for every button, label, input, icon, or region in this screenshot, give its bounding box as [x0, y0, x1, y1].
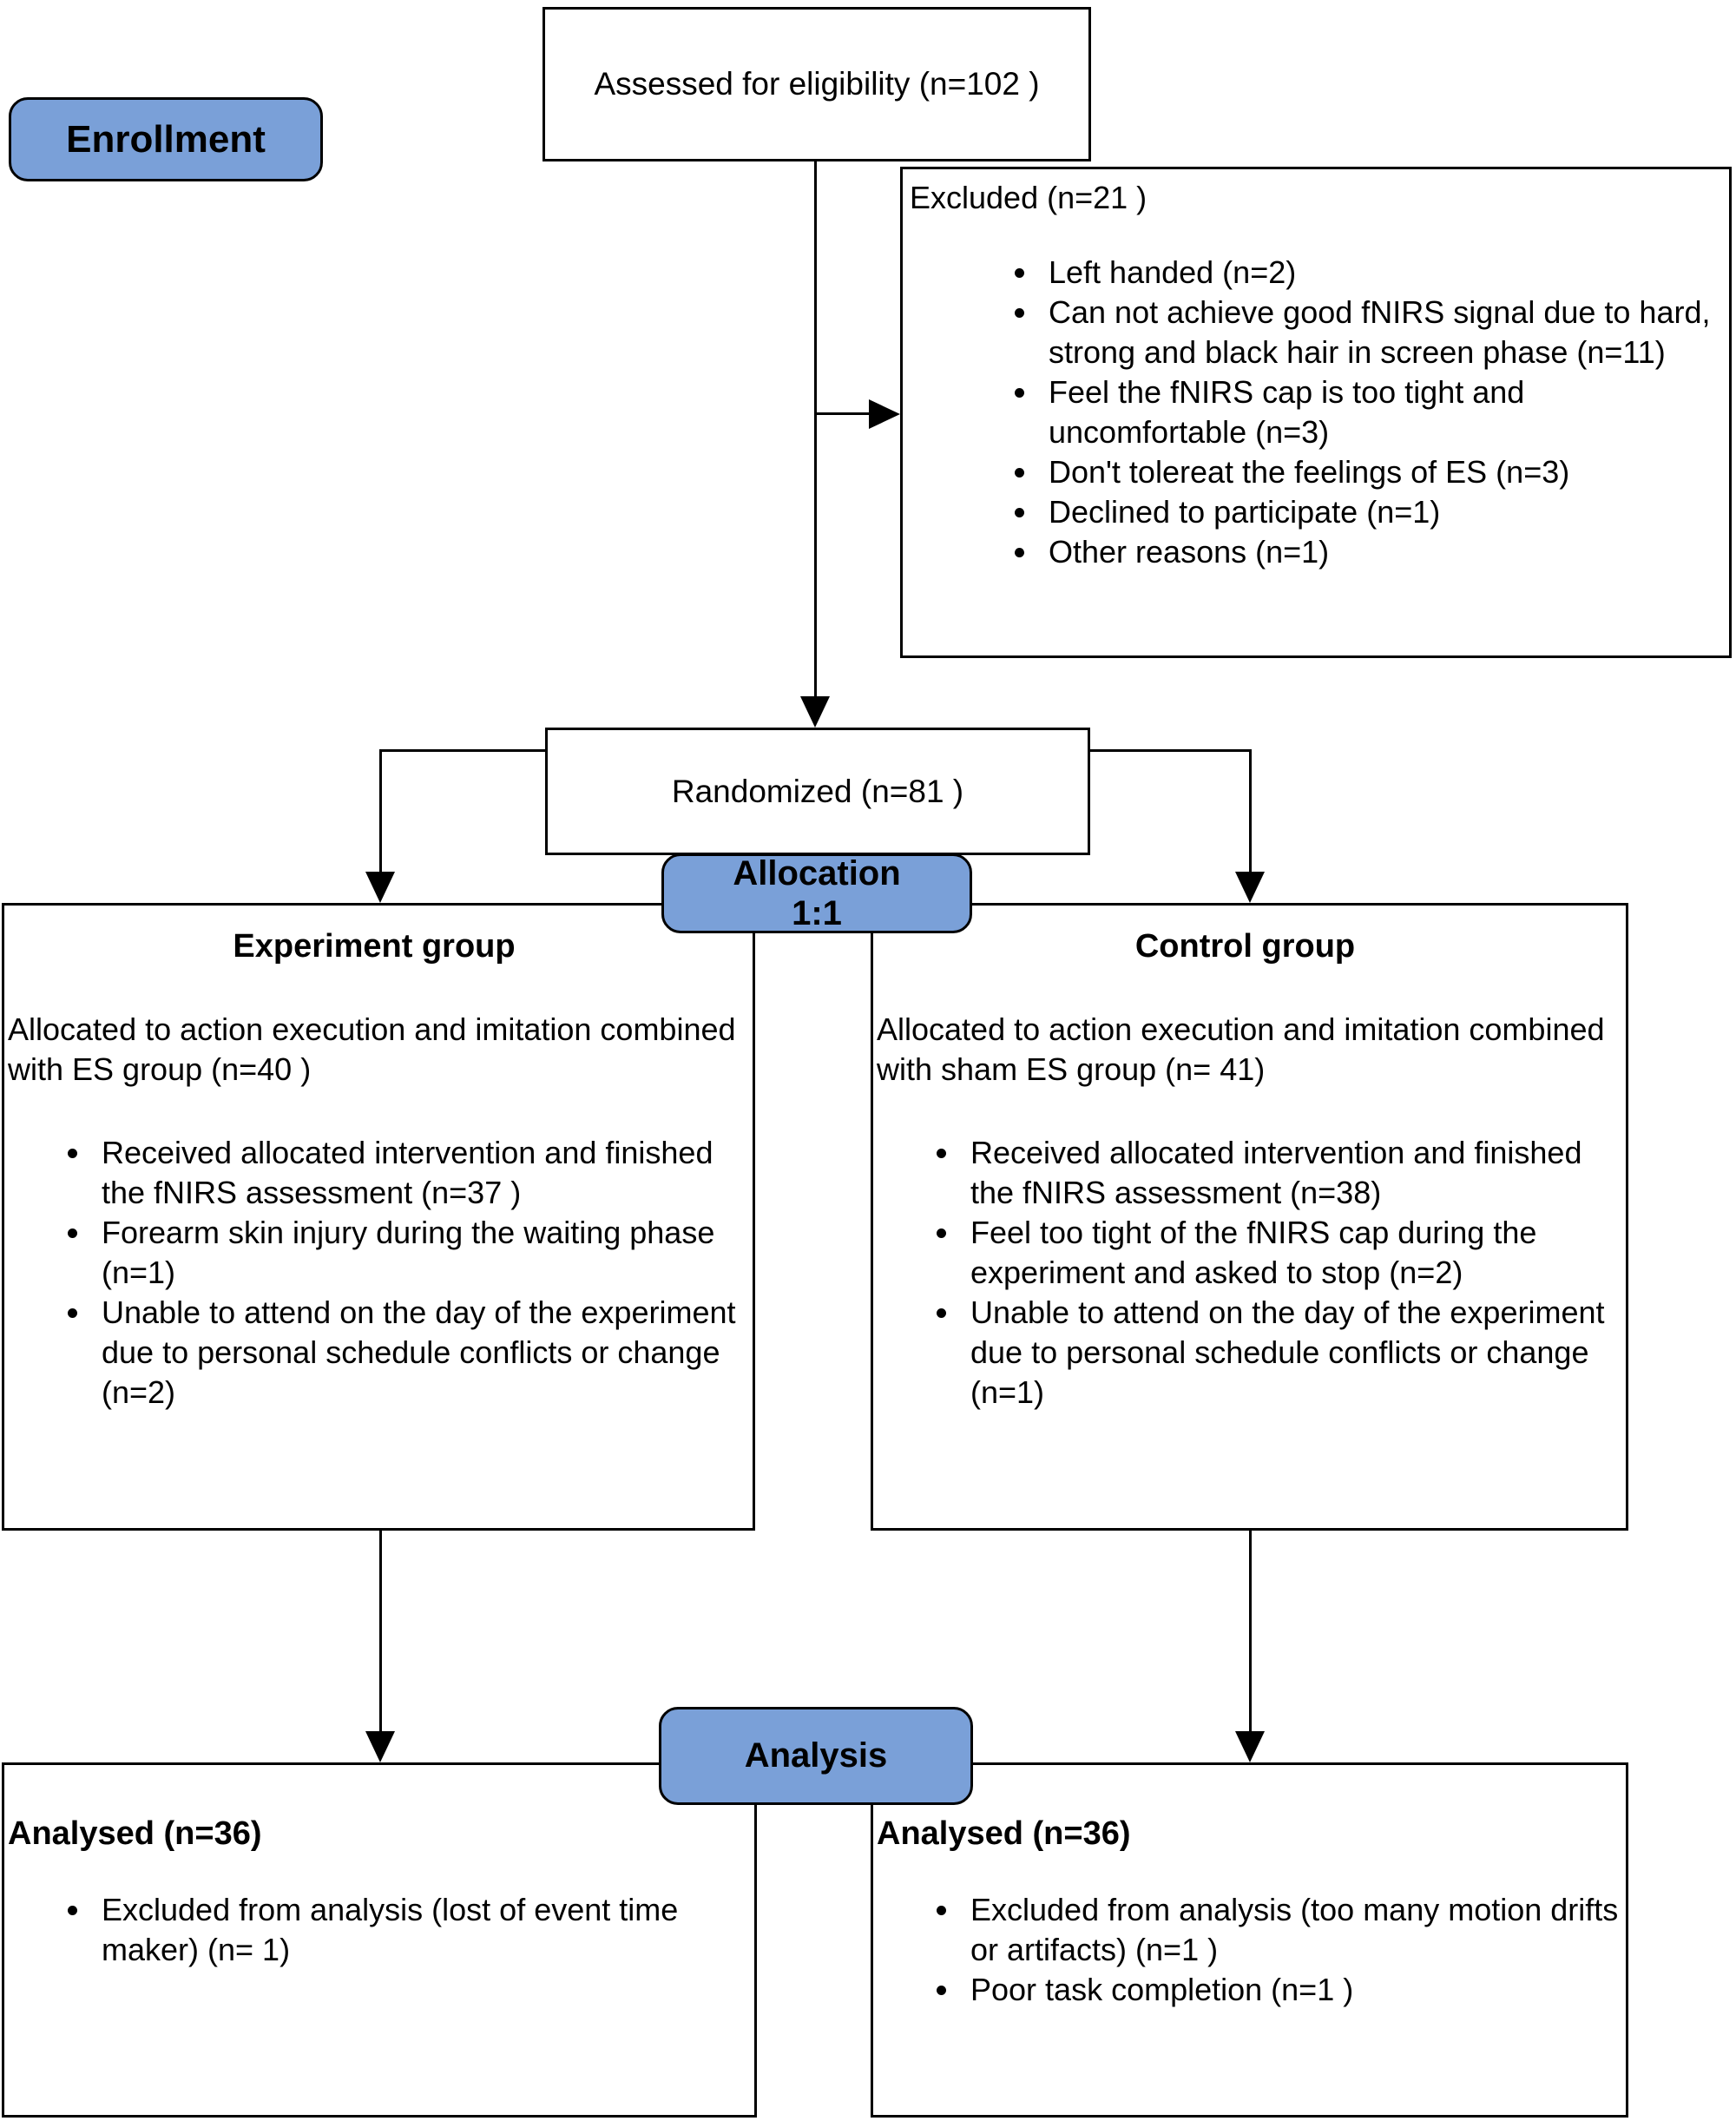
box-assessed-eligibility: Assessed for eligibility (n=102 ) — [542, 7, 1091, 161]
analysis-label: Analysis — [744, 1736, 888, 1775]
assessed-eligibility-text: Assessed for eligibility (n=102 ) — [594, 66, 1040, 102]
randomized-text: Randomized (n=81 ) — [671, 773, 964, 809]
excluded-bullet: Other reasons (n=1) — [1040, 532, 1717, 572]
connector-branch-excluded — [814, 412, 872, 415]
excluded-bullet: Don't tolereat the feelings of ES (n=3) — [1040, 452, 1717, 492]
analysed-experiment-bullet-list: Excluded from analysis (lost of event ti… — [8, 1890, 747, 1970]
connector-control-analysed — [1249, 1531, 1252, 1733]
box-randomized: Randomized (n=81 ) — [545, 728, 1090, 855]
excluded-bullet: Left handed (n=2) — [1040, 253, 1717, 293]
analysed-control-bullet: Excluded from analysis (too many motion … — [962, 1890, 1619, 1970]
stage-badge-analysis: Analysis — [659, 1707, 973, 1805]
analysed-control-bullet-list: Excluded from analysis (too many motion … — [877, 1890, 1619, 2010]
allocation-label-line2: 1:1 — [792, 894, 842, 932]
analysed-experiment-bullet: Excluded from analysis (lost of event ti… — [93, 1890, 747, 1970]
connector-randomized-control-horizontal — [1090, 749, 1252, 752]
box-excluded: Excluded (n=21 ) Left handed (n=2) Can n… — [900, 167, 1732, 658]
experiment-group-title: Experiment group — [233, 928, 516, 965]
excluded-bullet: Can not achieve good fNIRS signal due to… — [1040, 293, 1717, 372]
arrowhead-into-experiment — [365, 872, 395, 903]
arrowhead-into-analysed-experiment — [365, 1731, 395, 1762]
stage-badge-allocation: Allocation 1:1 — [661, 853, 972, 933]
control-group-bullet: Unable to attend on the day of the exper… — [962, 1293, 1614, 1413]
box-control-group: Control group Allocated to action execut… — [871, 903, 1628, 1531]
control-group-bullet-list: Received allocated intervention and fini… — [877, 1133, 1614, 1413]
connector-eligibility-randomized — [814, 161, 817, 698]
control-group-title: Control group — [1134, 928, 1356, 965]
box-analysed-experiment: Analysed (n=36) Excluded from analysis (… — [2, 1762, 757, 2118]
experiment-group-allocation-text: Allocated to action execution and imitat… — [8, 1011, 736, 1087]
experiment-group-bullet: Unable to attend on the day of the exper… — [93, 1293, 740, 1413]
stage-badge-enrollment: Enrollment — [9, 97, 323, 181]
arrowhead-into-randomized — [800, 696, 830, 728]
box-analysed-control: Analysed (n=36) Excluded from analysis (… — [871, 1762, 1628, 2118]
connector-experiment-analysed — [379, 1531, 382, 1733]
analysed-control-bullet: Poor task completion (n=1 ) — [962, 1970, 1619, 2010]
allocation-label-line1: Allocation — [733, 854, 901, 893]
experiment-group-bullet-list: Received allocated intervention and fini… — [8, 1133, 740, 1413]
arrowhead-into-analysed-control — [1235, 1731, 1265, 1762]
control-group-bullet: Feel too tight of the fNIRS cap during t… — [962, 1213, 1614, 1293]
connector-randomized-control-vertical — [1249, 749, 1252, 873]
arrowhead-into-excluded — [869, 399, 900, 429]
box-experiment-group: Experiment group Allocated to action exe… — [2, 903, 755, 1531]
control-group-bullet: Received allocated intervention and fini… — [962, 1133, 1614, 1213]
connector-randomized-experiment-horizontal — [379, 749, 545, 752]
analysed-experiment-title: Analysed (n=36) — [8, 1815, 262, 1852]
analysed-control-title: Analysed (n=36) — [877, 1815, 1131, 1852]
excluded-bullet-list: Left handed (n=2) Can not achieve good f… — [910, 253, 1717, 572]
connector-randomized-experiment-vertical — [379, 749, 382, 873]
excluded-bullet: Feel the fNIRS cap is too tight and unco… — [1040, 372, 1717, 452]
excluded-title: Excluded (n=21 ) — [910, 180, 1147, 215]
excluded-bullet: Declined to participate (n=1) — [1040, 492, 1717, 532]
control-group-allocation-text: Allocated to action execution and imitat… — [877, 1011, 1605, 1087]
experiment-group-bullet: Forearm skin injury during the waiting p… — [93, 1213, 740, 1293]
experiment-group-bullet: Received allocated intervention and fini… — [93, 1133, 740, 1213]
arrowhead-into-control — [1235, 872, 1265, 903]
enrollment-label: Enrollment — [66, 117, 266, 161]
